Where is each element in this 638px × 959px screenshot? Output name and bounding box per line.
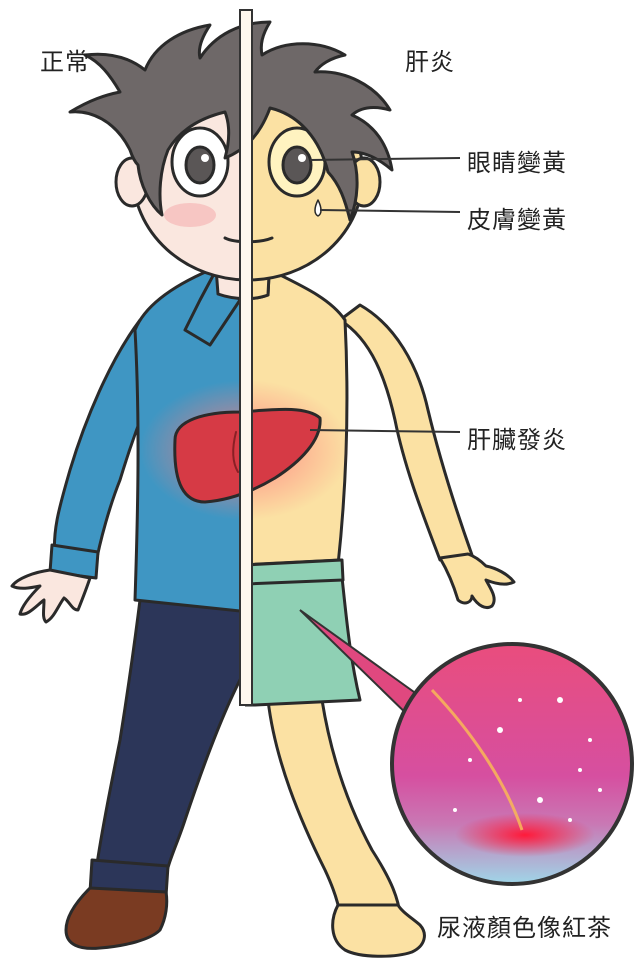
skin-leader xyxy=(319,209,461,213)
left-hand xyxy=(10,568,92,624)
liver-lobe-line xyxy=(232,431,239,473)
label-eyes-yellow: 眼睛變黃 xyxy=(467,149,567,177)
leader-lines xyxy=(309,157,461,433)
right-hand xyxy=(438,552,516,610)
left-eye-iris xyxy=(184,145,216,185)
figure xyxy=(10,20,516,958)
urine-splash xyxy=(455,813,595,857)
hair xyxy=(68,20,394,222)
label-liver-inflamed: 肝臟發炎 xyxy=(467,426,567,454)
left-leg-jeans xyxy=(93,598,252,882)
right-eye-iris xyxy=(281,145,313,185)
label-normal: 正常 xyxy=(40,48,90,76)
label-skin-yellow: 皮膚變黃 xyxy=(467,206,567,234)
right-foot xyxy=(331,903,426,958)
sweat-drop xyxy=(314,199,322,217)
right-leg xyxy=(266,698,402,917)
left-cuff xyxy=(48,543,100,580)
label-hepatitis: 肝炎 xyxy=(405,48,455,76)
left-shoe xyxy=(64,886,169,950)
center-divider xyxy=(239,9,253,706)
eyes-leader xyxy=(309,157,461,161)
urine-stream xyxy=(430,688,524,831)
liver-leader xyxy=(309,429,461,433)
left-cheek-blush xyxy=(164,203,216,227)
urine-bubble xyxy=(299,609,634,886)
label-urine-tea-color: 尿液顏色像紅茶 xyxy=(437,914,612,942)
shorts-waistband xyxy=(245,558,345,586)
